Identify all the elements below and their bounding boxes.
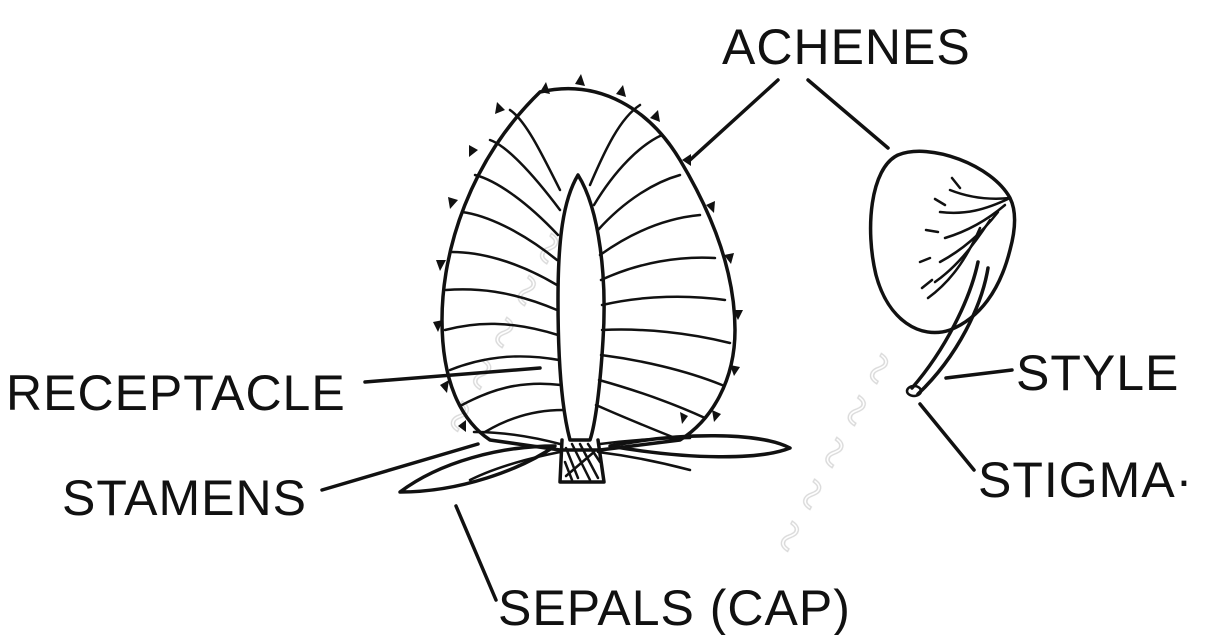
achene-dot [469,145,478,157]
achene-dot [495,102,505,114]
svg-text:~ ~ ~ ~ ~: ~ ~ ~ ~ ~ [423,219,586,446]
achene-dot [436,260,446,271]
leader-stigma [920,404,974,470]
right-ribs [590,105,730,440]
label-receptacle: RECEPTACLE [6,365,346,421]
labels: ACHENES RECEPTACLE STAMENS SEPALS (CAP) … [6,19,1193,635]
achene-dot [540,82,550,94]
achene-dot [616,85,626,97]
leader-achenes-left [690,80,778,160]
achene-dot [680,412,688,424]
leader-stamens [322,444,478,490]
label-stigma: STIGMA· [978,452,1193,508]
label-stamens: STAMENS [62,470,307,526]
achene-body [871,151,1015,332]
leader-sepals [456,506,496,600]
leader-lines [322,80,1012,600]
leader-style [946,370,1012,378]
label-achenes: ACHENES [722,19,971,75]
label-style: STYLE [1016,345,1179,401]
stalk-base [560,440,604,482]
sepal-left [400,446,555,492]
label-sepals: SEPALS (CAP) [498,580,851,635]
achene-dot [730,365,740,376]
achene-dot [650,110,660,122]
achene-dot [448,197,458,209]
watermark: ~ ~ ~ ~ ~ ~ ~ ~ ~ ~ [423,219,916,566]
leader-achenes-right [808,80,888,148]
calyx [400,432,790,492]
receptacle-core [558,175,604,440]
achene-dot [575,74,585,86]
stigma-branches [920,178,1010,298]
achene-dot [712,410,721,422]
